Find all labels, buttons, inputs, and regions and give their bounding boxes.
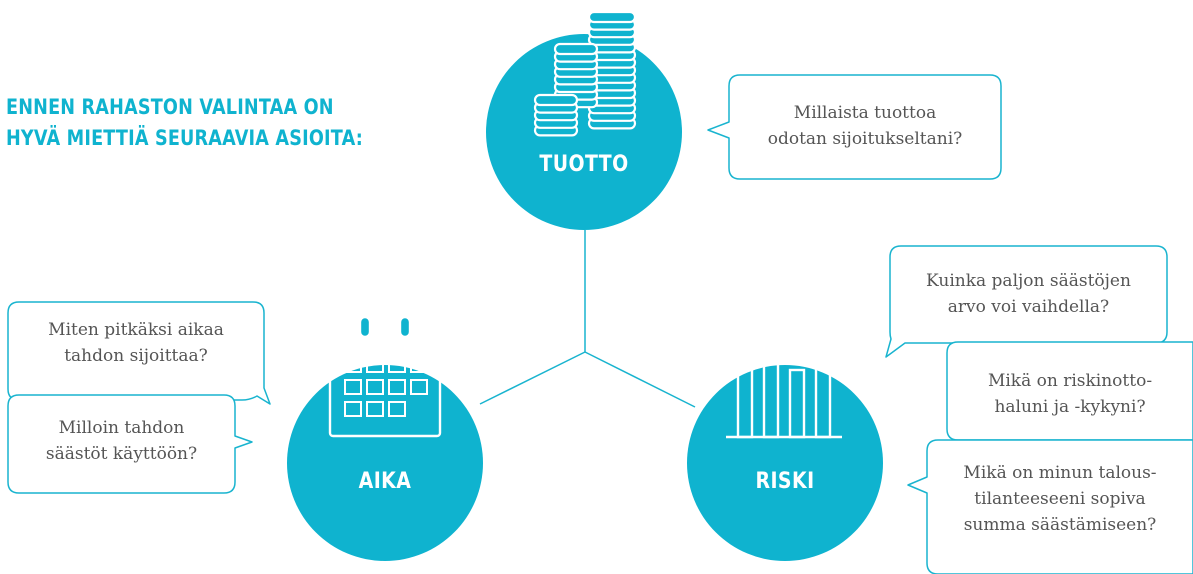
connector-left	[479, 351, 586, 405]
coin	[587, 10, 637, 24]
riski-label: RISKI	[755, 469, 815, 494]
calendar-cell	[388, 401, 406, 417]
calendar-cell	[410, 379, 428, 395]
calendar-cell	[388, 357, 406, 373]
coin	[553, 42, 599, 56]
aika-circle	[287, 365, 483, 561]
bubble-tuotto-1	[707, 74, 1002, 180]
tuotto-label: TUOTTO	[539, 152, 629, 177]
page-title: ENNEN RAHASTON VALINTAA ON HYVÄ MIETTIÄ …	[6, 92, 363, 154]
calendar-icon	[328, 315, 442, 438]
title-line-2: HYVÄ MIETTIÄ SEURAAVIA ASIOITA:	[6, 126, 363, 150]
calendar-cell	[388, 379, 406, 395]
calendar-cell	[344, 379, 362, 395]
calendar-cell	[344, 357, 362, 373]
question-riski-3: Mikä on minun talous- tilanteeseeni sopi…	[963, 463, 1157, 535]
connector-right	[584, 351, 696, 408]
connector-lines	[479, 230, 696, 408]
question-riski-1: Kuinka paljon säästöjen arvo voi vaihdel…	[926, 271, 1131, 317]
calendar-cell	[366, 379, 384, 395]
coin	[533, 93, 579, 107]
bubble-aika-2	[7, 394, 253, 494]
coin-stacks-icon	[533, 10, 637, 137]
question-aika-1: Miten pitkäksi aikaa tahdon sijoittaa?	[48, 320, 224, 366]
calendar-cell	[366, 401, 384, 417]
bubble-aika-1	[7, 301, 271, 405]
title-line-1: ENNEN RAHASTON VALINTAA ON	[6, 95, 334, 119]
question-riski-2: Mikä on riskinotto- haluni ja -kykyni?	[987, 371, 1153, 417]
aika-label: AIKA	[358, 469, 412, 494]
calendar-cell	[366, 357, 384, 373]
question-aika-2: Milloin tahdon säästöt käyttöön?	[45, 418, 198, 464]
calendar-cell	[344, 401, 362, 417]
bar-chart-icon	[726, 314, 842, 439]
bubble-riski-1	[885, 245, 1168, 358]
riski-circle	[687, 365, 883, 561]
question-tuotto-1: Millaista tuottoa odotan sijoitukseltani…	[767, 103, 963, 149]
calendar-cell	[410, 357, 428, 373]
speech-bubbles	[7, 74, 1193, 574]
